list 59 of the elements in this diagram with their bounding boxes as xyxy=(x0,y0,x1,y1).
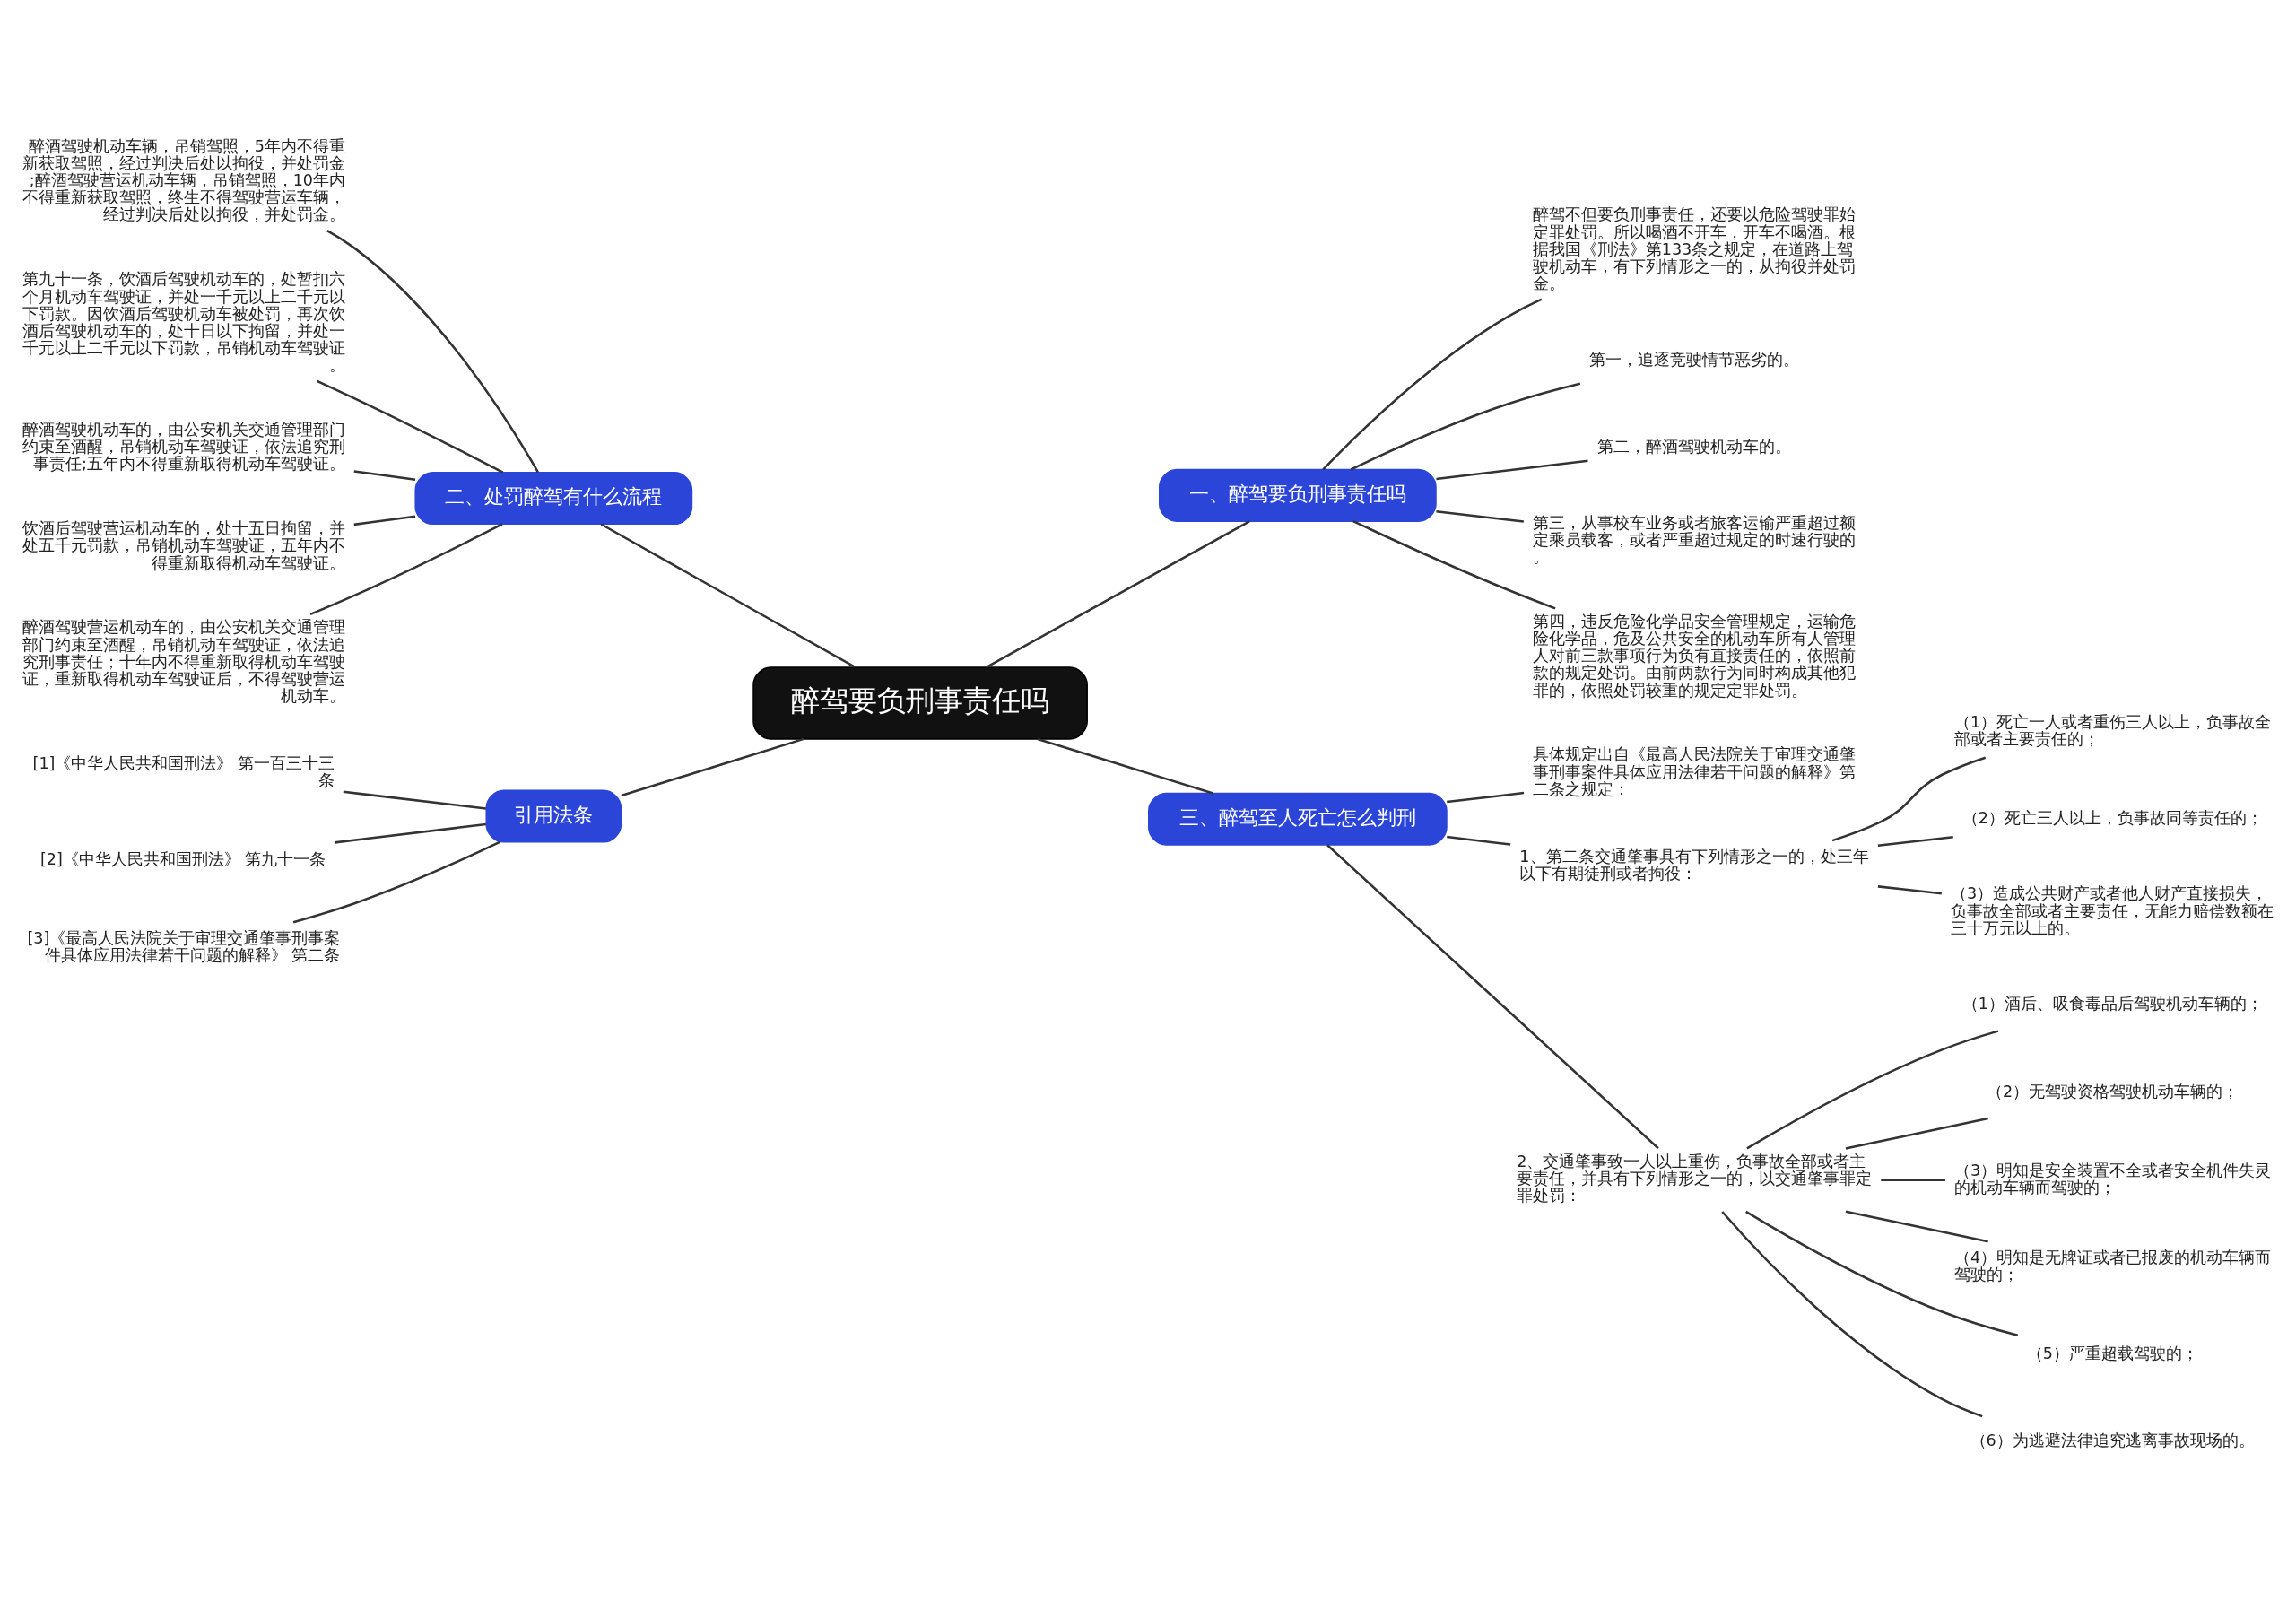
connector xyxy=(1746,1030,1999,1150)
node-text: （1）酒后、吸食毒品后驾驶机动车辆的； xyxy=(1961,995,2263,1014)
node-text: （2）死亡三人以上，负事故同等责任的； xyxy=(1961,808,2263,827)
node-text: 具体规定出自《最高人民法院关于审理交通肇事刑事案件具体应用法律若干问题的解释》第二条之规定： xyxy=(1532,745,1856,798)
connector xyxy=(1845,1117,1988,1150)
connector xyxy=(986,520,1250,668)
connector xyxy=(621,737,804,797)
node-text: 醉驾不但要负刑事责任，还要以危险驾驶罪始定罪处罚。所以喝酒不开车，开车不喝酒。根据我国《刑法》第133条之规定，在道路上驾驶机动车，有下列情形之一的，从拘役并处罚金。 xyxy=(1532,205,1856,293)
connector xyxy=(317,379,504,474)
connector xyxy=(326,230,539,474)
node-text: 醉酒驾驶机动车辆，吊销驾照，5年内不得重新获取驾照，经过判决后处以拘役，并处罚金;醉酒驾驶营运机动车辆，吊销驾照，10年内不得重新获取驾照，终生不得驾驶营运车辆，经过判决后处以拘役，并处罚金。 xyxy=(22,136,345,224)
connector xyxy=(1881,1179,1945,1181)
node-text: （6）为逃避法律追究逃离事故现场的。 xyxy=(1970,1431,2255,1450)
connector xyxy=(1845,1210,1988,1243)
node-text: （4）明知是无牌证或者已报废的机动车辆而驾驶的； xyxy=(1954,1248,2272,1284)
node-box: 引用法条 xyxy=(485,789,622,843)
connector xyxy=(1877,836,1953,848)
node-text: （1）死亡一人或者重伤三人以上，负事故全部或者主要责任的； xyxy=(1954,712,2272,748)
node-text: [1]《中华人民共和国刑法》 第一百三十三条 xyxy=(32,754,335,790)
node-text: [3]《最高人民法院关于审理交通肇事刑事案件具体应用法律若干问题的解释》 第二条 xyxy=(27,928,341,965)
connector xyxy=(1352,520,1556,610)
connector xyxy=(1745,1210,2019,1336)
connector xyxy=(1350,382,1581,471)
connector xyxy=(353,515,416,526)
connector xyxy=(1436,509,1524,523)
node-text: 醉酒驾驶营运机动车的，由公安机关交通管理部门约束至酒醒，吊销机动车驾驶证，依法追究刑事责任；十年内不得重新取得机动车驾驶证，重新取得机动车驾驶证后，不得驾驶营运机动车。 xyxy=(22,618,345,705)
connector xyxy=(1447,791,1525,804)
connector xyxy=(292,840,500,924)
node-box: 一、醉驾要负刑事责任吗 xyxy=(1158,468,1437,522)
node-text: 2、交通肇事致一人以上重伤，负事故全部或者主要责任，并具有下列情形之一的，以交通肇事罪定罪处罚： xyxy=(1517,1152,1873,1205)
connector xyxy=(1322,298,1543,471)
node-text: （3）造成公共财产或者他人财产直接损失，负事故全部或者主要责任，无能力赔偿数额在三十万元以上的。 xyxy=(1951,884,2274,937)
connector xyxy=(335,822,486,844)
node-box: 醉驾要负刑事责任吗 xyxy=(752,666,1088,740)
node-box: 三、醉驾至人死亡怎么判刑 xyxy=(1148,792,1448,846)
connector xyxy=(1447,835,1511,846)
connector xyxy=(309,523,503,616)
node-text: 第九十一条，饮酒后驾驶机动车的，处暂扣六个月机动车驾驶证，并处一千元以上二千元以下罚款。因饮酒后驾驶机动车被处罚，再次饮酒后驾驶机动车的，处十日以下拘留，并处一千元以上二千元以下罚款，吊销机动车驾驶证。 xyxy=(22,270,345,375)
connector xyxy=(1721,1211,1983,1418)
node-text: （3）明知是安全装置不全或者安全机件失灵的机动车辆而驾驶的； xyxy=(1954,1161,2272,1196)
node-text: 第二，醉酒驾驶机动车的。 xyxy=(1596,438,1791,457)
connector xyxy=(1877,885,1942,895)
node-text: 醉酒驾驶机动车的，由公安机关交通管理部门约束至酒醒，吊销机动车驾驶证，依法追究刑事责任;五年内不得重新取得机动车驾驶证。 xyxy=(22,420,345,474)
node-text: [2]《中华人民共和国刑法》 第九十一条 xyxy=(39,850,326,869)
connector xyxy=(1831,756,1987,842)
node-text: 饮酒后驾驶营运机动车的，处十五日拘留，并处五千元罚款，吊销机动车驾驶证，五年内不得重新取得机动车驾驶证。 xyxy=(22,519,345,572)
node-text: 第三，从事校车业务或者旅客运输严重超过额定乘员载客，或者严重超过规定的时速行驶的。 xyxy=(1532,513,1856,567)
node-box: 二、处罚醉驾有什么流程 xyxy=(414,472,693,526)
connector xyxy=(343,790,487,810)
node-text: 第一，追逐竞驶情节恶劣的。 xyxy=(1588,350,1799,369)
connector xyxy=(600,523,856,668)
node-text: 1、第二条交通肇事具有下列情形之一的，处三年以下有期徒刑或者拘役： xyxy=(1519,847,1869,883)
connector xyxy=(1436,459,1588,481)
node-text: （2）无驾驶资格驾驶机动车辆的； xyxy=(1986,1082,2239,1101)
connector xyxy=(1326,844,1659,1150)
connector xyxy=(1037,737,1213,795)
connector xyxy=(353,470,416,481)
node-text: 第四，违反危险化学品安全管理规定，运输危险化学品，危及公共安全的机动车所有人管理人对前三款事项行为负有直接责任的，依照前款的规定处罚。由前两款行为同时构成其他犯罪的，依照处罚较重的规定定罪处罚。 xyxy=(1532,612,1856,700)
node-text: （5）严重超载驾驶的； xyxy=(2026,1344,2198,1362)
